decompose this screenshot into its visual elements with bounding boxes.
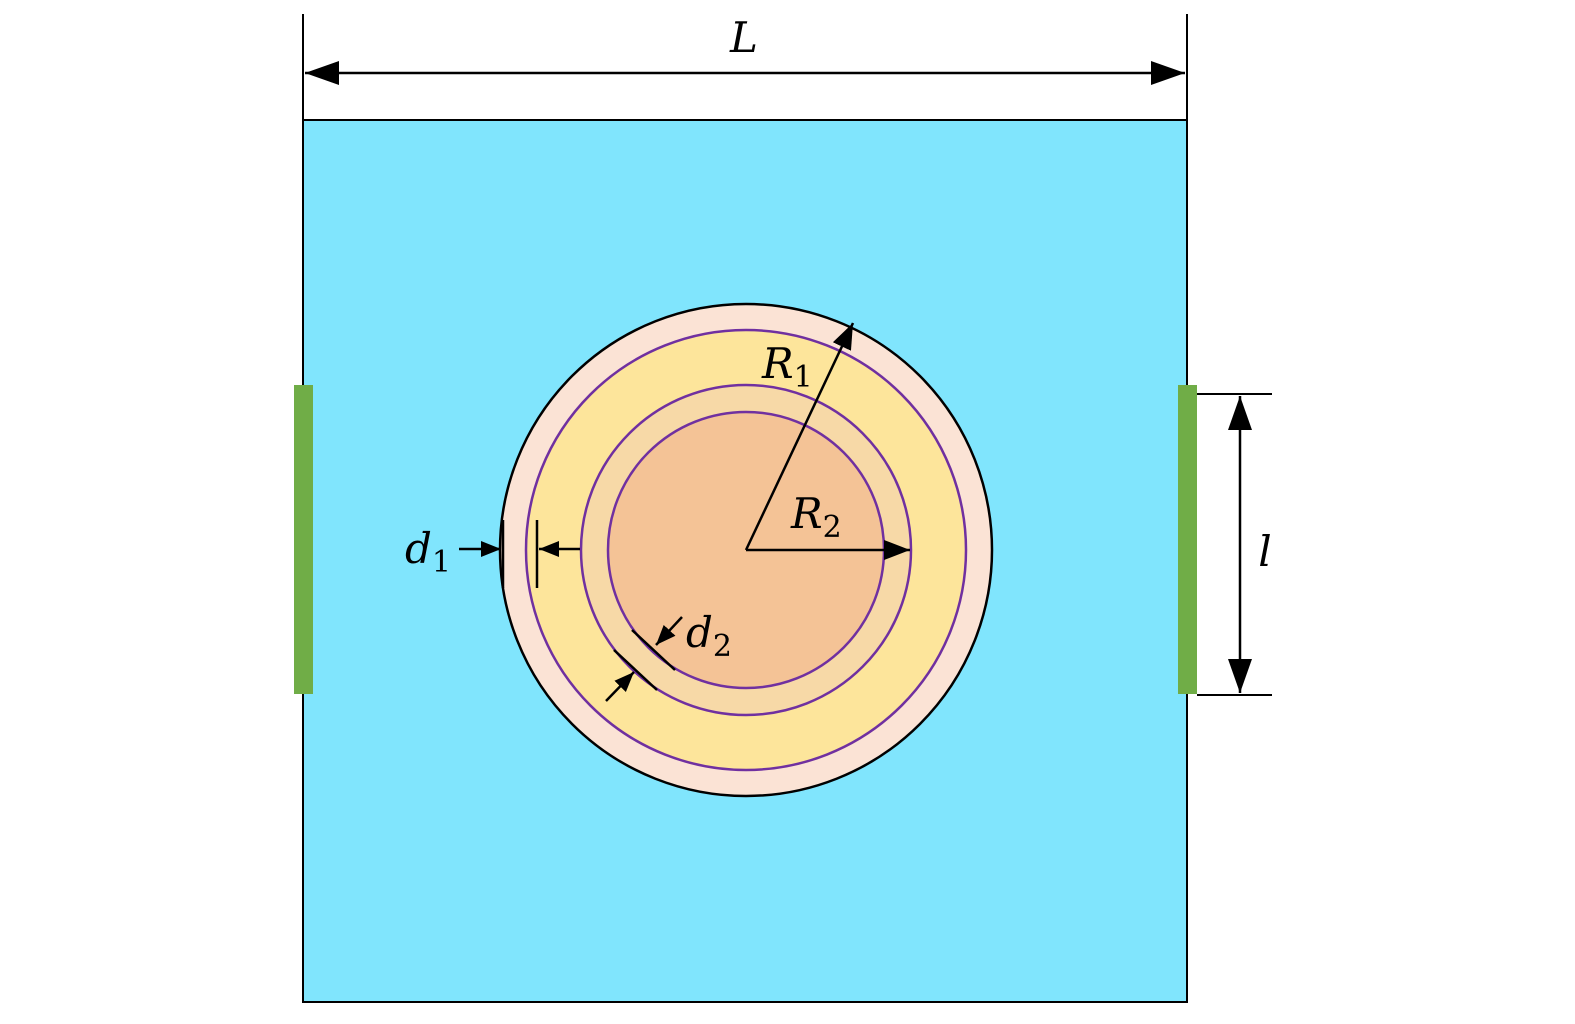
d2-label: d2 bbox=[686, 608, 732, 664]
electrode-length-label: l bbox=[1258, 527, 1271, 576]
d2-tick-outer bbox=[613, 649, 658, 691]
d2-arrow-inner bbox=[655, 616, 683, 646]
r2-label: R2 bbox=[790, 489, 842, 545]
r2-dimension: R2 bbox=[746, 489, 910, 560]
d2-dimension: d2 bbox=[605, 608, 732, 702]
d2-arrow-outer bbox=[605, 671, 635, 702]
r1-dimension: R1 bbox=[744, 322, 855, 551]
r1-label: R1 bbox=[761, 339, 813, 395]
d1-dimension: d1 bbox=[405, 520, 580, 588]
right-electrode bbox=[1178, 385, 1197, 694]
r1-arrow bbox=[744, 322, 855, 551]
d1-label: d1 bbox=[405, 524, 451, 580]
left-electrode bbox=[294, 385, 313, 694]
width-dimension: L bbox=[302, 13, 1188, 120]
d2-tick-inner bbox=[631, 629, 676, 671]
electrode-length-dimension: l bbox=[1197, 393, 1272, 696]
width-label: L bbox=[729, 13, 758, 62]
